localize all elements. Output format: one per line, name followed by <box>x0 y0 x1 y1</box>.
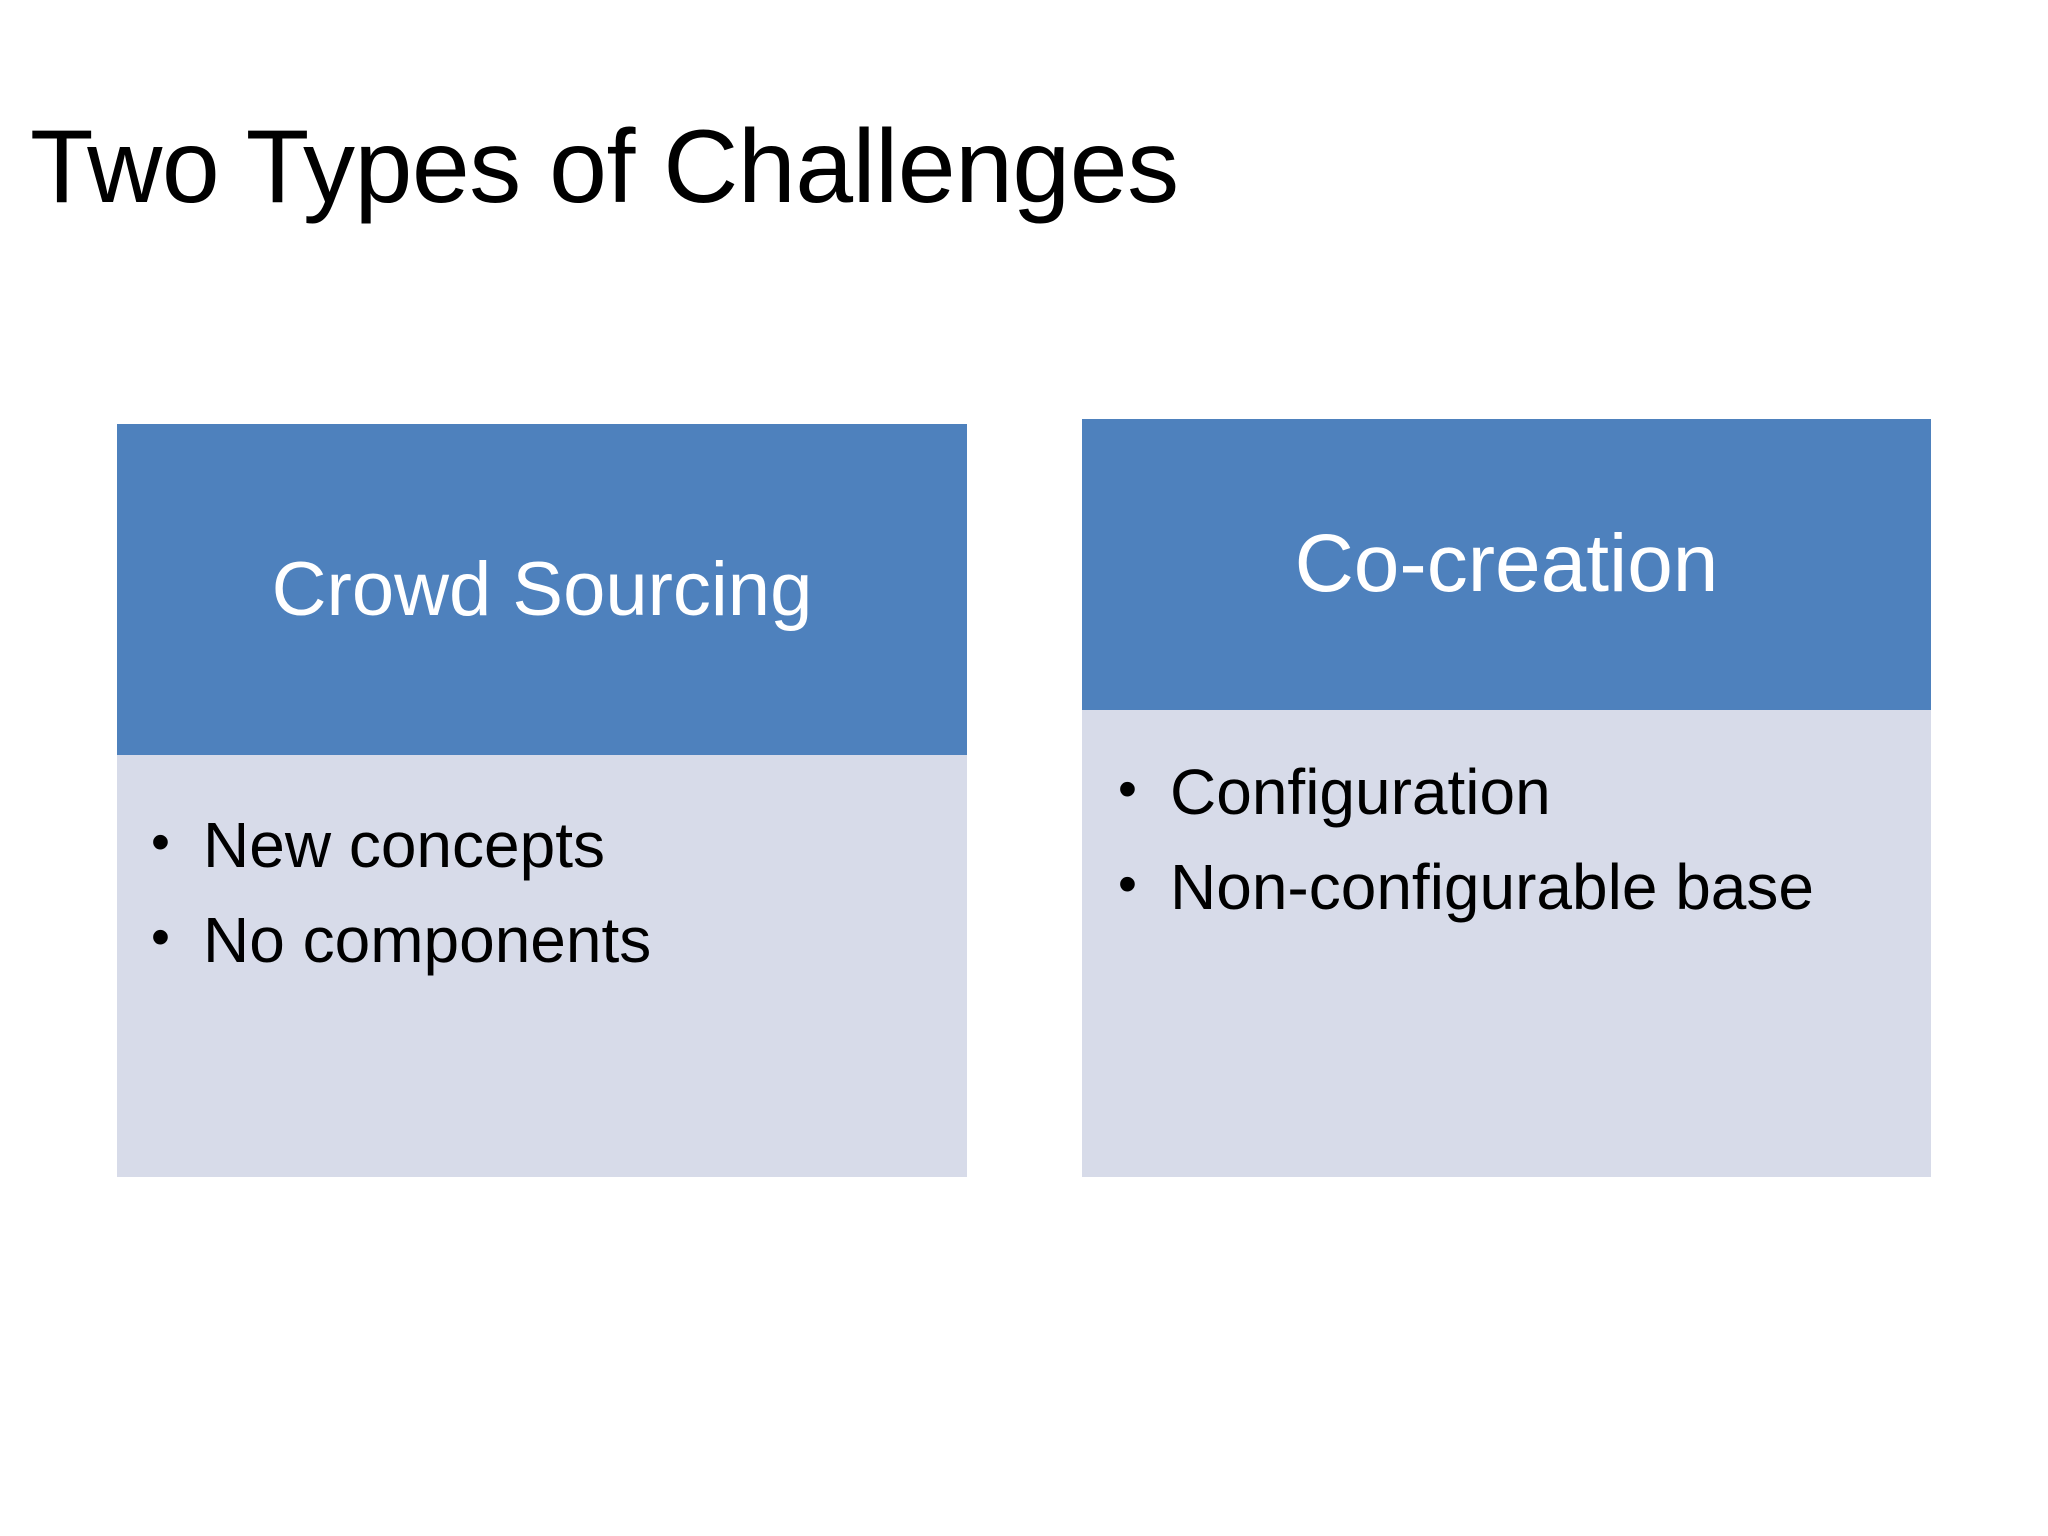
card-header-co-creation: Co-creation <box>1082 419 1931 710</box>
bullet-dot-icon: • <box>151 812 170 872</box>
list-item-label: Configuration <box>1170 756 1551 828</box>
card-header-label: Co-creation <box>1294 518 1719 610</box>
list-item-label: Non-configurable base <box>1170 850 1814 923</box>
card-co-creation[interactable]: Co-creation • Configuration • Non-config… <box>1082 419 1931 1177</box>
bullet-dot-icon: • <box>1118 759 1137 819</box>
list-item: • New concepts <box>151 805 945 886</box>
list-item-label: No components <box>203 903 652 976</box>
card-crowd-sourcing[interactable]: Crowd Sourcing • New concepts • No compo… <box>117 424 967 1177</box>
card-body-crowd-sourcing: • New concepts • No components <box>117 755 967 1177</box>
page-title: Two Types of Challenges <box>30 109 1179 225</box>
list-item-label: New concepts <box>203 809 605 881</box>
list-item: • Non-configurable base <box>1118 847 1905 928</box>
list-item: • No components <box>151 900 945 981</box>
card-header-crowd-sourcing: Crowd Sourcing <box>117 424 967 755</box>
list-item: • Configuration <box>1118 752 1905 833</box>
bullet-list-crowd-sourcing: • New concepts • No components <box>151 805 945 980</box>
card-header-label: Crowd Sourcing <box>271 546 813 632</box>
card-body-co-creation: • Configuration • Non-configurable base <box>1082 710 1931 1177</box>
bullet-dot-icon: • <box>151 906 170 967</box>
bullet-list-co-creation: • Configuration • Non-configurable base <box>1118 752 1905 927</box>
bullet-dot-icon: • <box>1118 853 1137 914</box>
